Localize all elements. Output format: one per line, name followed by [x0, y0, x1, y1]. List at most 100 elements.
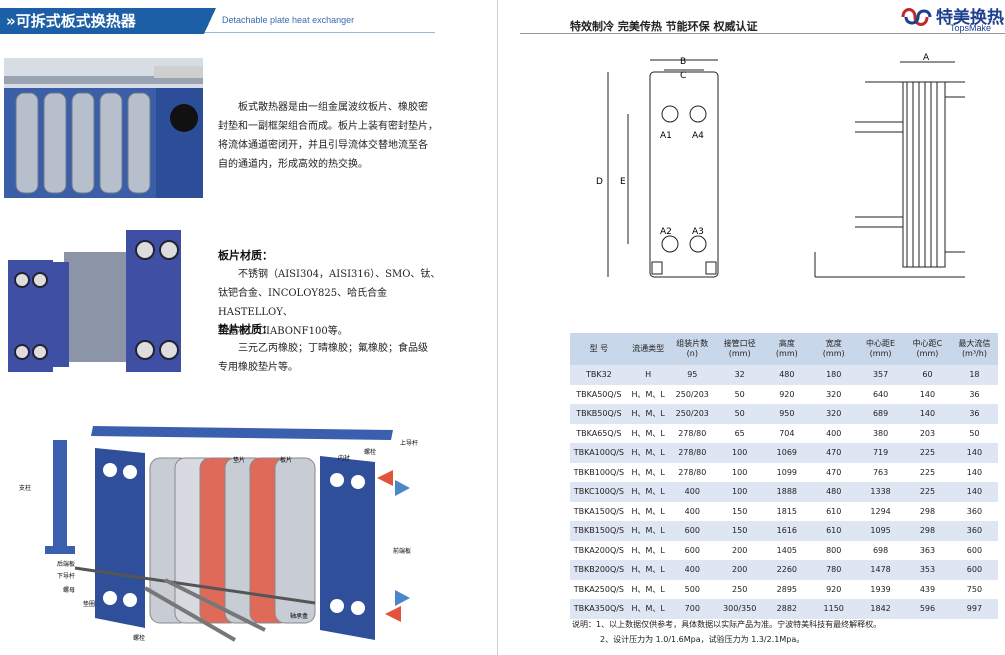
- table-cell: 1150: [810, 599, 858, 619]
- table-cell: 750: [950, 579, 998, 599]
- table-cell: H、M、L: [627, 579, 669, 599]
- table-cell: H、M、L: [627, 501, 669, 521]
- col-plates: 组装片数 (n): [668, 333, 716, 365]
- plate-material-line: 钛钯合金、INCOLOY825、哈氏合金HASTELLOY、: [218, 288, 388, 318]
- title-ribbon-tail: [200, 8, 220, 34]
- table-cell: 65: [715, 423, 764, 443]
- table-cell: 763: [857, 462, 905, 482]
- table-cell: 1939: [857, 579, 905, 599]
- table-cell: 1069: [763, 443, 811, 463]
- label-gasket: 垫片: [233, 456, 245, 464]
- table-cell: 400: [810, 423, 858, 443]
- table-cell: 400: [668, 501, 716, 521]
- table-cell: 140: [904, 384, 951, 404]
- note-2: 2、设计压力为 1.0/1.6Mpa，试验压力为 1.3/2.1Mpa。: [600, 635, 805, 644]
- table-cell: 298: [904, 501, 951, 521]
- brand-name-en: TopsMake: [950, 23, 992, 33]
- table-cell: 60: [904, 365, 951, 385]
- table-cell: 278/80: [668, 443, 716, 463]
- table-cell: H: [627, 365, 669, 385]
- table-cell: 2895: [763, 579, 811, 599]
- table-header-row: 型 号 流通类型 组装片数 (n) 接管口径 (mm) 高度 (mm) 宽度 (…: [570, 333, 998, 365]
- table-cell: 380: [857, 423, 905, 443]
- label-bearing-box: 轴承盒: [290, 612, 308, 620]
- label-plate: 板片: [280, 456, 292, 464]
- table-cell: 278/80: [668, 462, 716, 482]
- table-cell: 50: [715, 384, 764, 404]
- table-cell: 360: [950, 521, 998, 541]
- table-cell: 600: [950, 560, 998, 580]
- table-cell: 225: [904, 443, 951, 463]
- table-cell: 320: [810, 404, 858, 424]
- table-cell: 596: [904, 599, 951, 619]
- table-cell: TBKC100Q/S: [570, 482, 628, 502]
- label-washer: 垫圈: [83, 600, 95, 608]
- brand-name: 特美换热: [936, 8, 1004, 28]
- port-label-a3: A3: [692, 227, 704, 237]
- plate-pack-photo: [4, 58, 203, 198]
- table-cell: 100: [715, 462, 764, 482]
- label-bolt-top: 螺栓: [364, 448, 376, 456]
- gasket-material-line: 专用橡胶垫片等。: [218, 362, 298, 373]
- label-lower-guide: 下导杆: [57, 572, 75, 580]
- section-title: »可拆式板式换热器: [0, 8, 200, 34]
- table-cell: 200: [715, 540, 764, 560]
- table-cell: 480: [763, 365, 811, 385]
- table-cell: TBKA200Q/S: [570, 540, 628, 560]
- table-cell: 2260: [763, 560, 811, 580]
- table-cell: TBKA250Q/S: [570, 579, 628, 599]
- table-cell: 250/203: [668, 404, 716, 424]
- table-cell: H、M、L: [627, 404, 669, 424]
- table-cell: 400: [668, 560, 716, 580]
- table-cell: 780: [810, 560, 858, 580]
- intro-line: 封垫和一副框架组合而成。板片上装有密封垫片，: [218, 121, 438, 132]
- table-cell: H、M、L: [627, 540, 669, 560]
- col-width: 宽度 (mm): [810, 333, 858, 365]
- slogan: 特效制冷 完美传热 节能环保 权威认证: [570, 20, 758, 33]
- side-dimension-drawing: A: [814, 53, 965, 278]
- table-cell: 140: [904, 404, 951, 424]
- table-cell: 2882: [763, 599, 811, 619]
- table-cell: 203: [904, 423, 951, 443]
- table-cell: 704: [763, 423, 811, 443]
- gasket-material-block: 垫片材质： 三元乙丙橡胶；丁晴橡胶；氟橡胶；食品级 专用橡胶垫片等。: [218, 320, 443, 377]
- note-1: 说明：1、以上数据仅供参考，具体数据以实际产品为准。宁波特美科技有最终解释权。: [572, 620, 882, 629]
- table-cell: 600: [668, 540, 716, 560]
- table-cell: 1099: [763, 462, 811, 482]
- table-cell: 1405: [763, 540, 811, 560]
- plate-material-line: 石墨板、DIABONF100等。: [218, 326, 348, 337]
- label-column: 支柱: [19, 484, 31, 492]
- dim-label-c: C: [680, 71, 686, 81]
- table-cell: 200: [715, 560, 764, 580]
- table-cell: H、M、L: [627, 384, 669, 404]
- label-nut: 螺母: [63, 586, 75, 594]
- col-flow-type: 流通类型: [627, 333, 669, 365]
- port-label-a2: A2: [660, 227, 672, 237]
- col-pipe-dia: 接管口径 (mm): [715, 333, 764, 365]
- table-cell: 920: [810, 579, 858, 599]
- table-cell: 1095: [857, 521, 905, 541]
- dim-label-a: A: [923, 53, 930, 63]
- table-cell: TBKA65Q/S: [570, 423, 628, 443]
- table-cell: TBKA50Q/S: [570, 384, 628, 404]
- table-cell: 250/203: [668, 384, 716, 404]
- col-model: 型 号: [570, 333, 628, 365]
- table-cell: 610: [810, 501, 858, 521]
- table-cell: 36: [950, 384, 998, 404]
- table-cell: 698: [857, 540, 905, 560]
- label-front-plate: 前端板: [393, 547, 411, 555]
- plate-material-heading: 板片材质：: [218, 249, 273, 262]
- table-cell: 950: [763, 404, 811, 424]
- table-cell: TBKB200Q/S: [570, 560, 628, 580]
- col-center-e: 中心距E (mm): [857, 333, 905, 365]
- table-cell: 140: [950, 443, 998, 463]
- brand-logo-icon: [901, 8, 932, 26]
- table-cell: 1842: [857, 599, 905, 619]
- table-cell: H、M、L: [627, 462, 669, 482]
- table-cell: 719: [857, 443, 905, 463]
